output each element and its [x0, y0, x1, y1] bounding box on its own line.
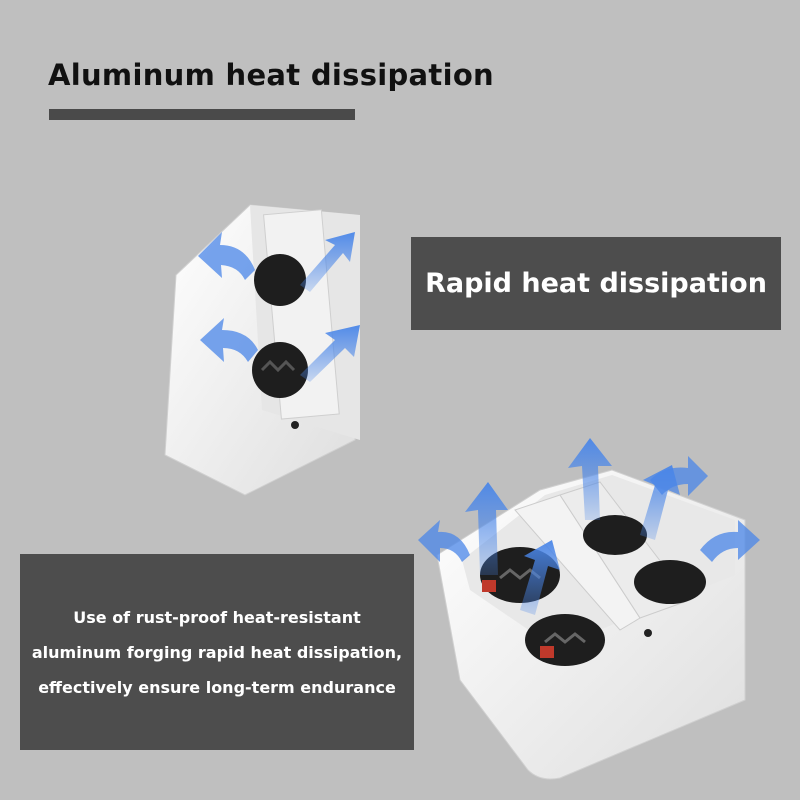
page-title: Aluminum heat dissipation — [48, 58, 494, 92]
title-underline — [49, 109, 355, 120]
description-line-3: effectively ensure long-term endurance — [38, 677, 396, 697]
fan-icon — [252, 254, 308, 398]
description-line-2: aluminum forging rapid heat dissipation, — [31, 642, 403, 662]
description-line-1: Use of rust-proof heat-resistant — [73, 607, 361, 627]
airflow-arrow-icon — [418, 438, 760, 615]
description-panel: Use of rust-proof heat-resistant aluminu… — [20, 554, 414, 750]
feature-label-panel: Rapid heat dissipation — [411, 237, 781, 330]
airflow-arrow-icon — [198, 232, 360, 382]
feature-label: Rapid heat dissipation — [425, 268, 767, 299]
